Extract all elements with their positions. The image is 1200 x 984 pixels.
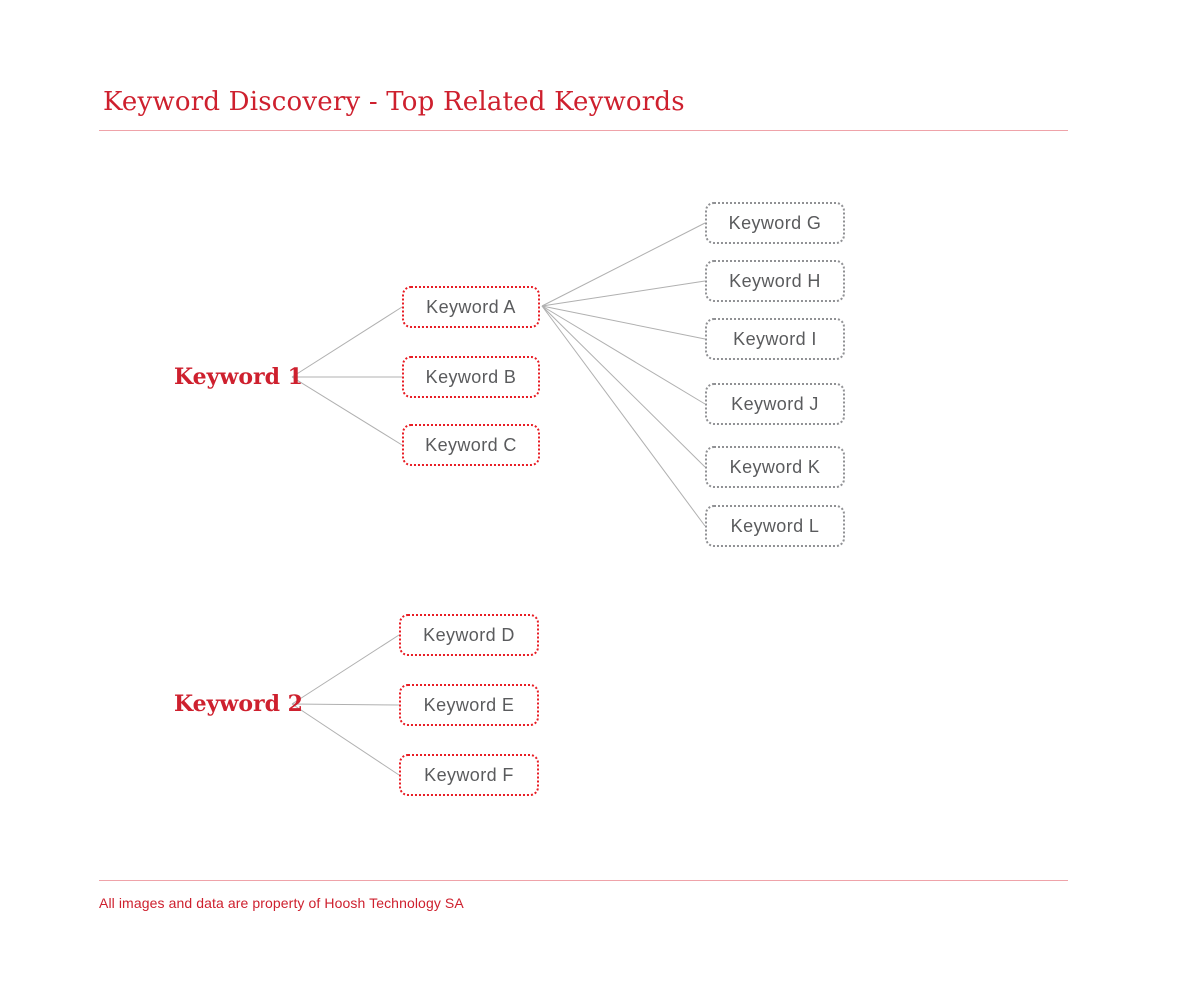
connector-line	[291, 703, 400, 706]
root-node-keyword-1: Keyword 1	[174, 364, 303, 390]
connector-line	[291, 306, 403, 378]
connector-line	[291, 634, 400, 705]
node-keyword-g: Keyword G	[705, 202, 845, 244]
connector-line	[541, 305, 706, 340]
page-title: Keyword Discovery - Top Related Keywords	[103, 87, 685, 117]
root-node-keyword-2: Keyword 2	[174, 691, 303, 717]
node-keyword-b: Keyword B	[402, 356, 540, 398]
node-keyword-d: Keyword D	[399, 614, 539, 656]
connector-line	[291, 376, 403, 446]
node-keyword-l: Keyword L	[705, 505, 845, 547]
connector-line	[541, 305, 706, 468]
node-keyword-i: Keyword I	[705, 318, 845, 360]
node-keyword-e: Keyword E	[399, 684, 539, 726]
footer-divider	[99, 880, 1068, 881]
node-keyword-k: Keyword K	[705, 446, 845, 488]
node-keyword-a: Keyword A	[402, 286, 540, 328]
node-keyword-c: Keyword C	[402, 424, 540, 466]
connector-line	[541, 305, 706, 527]
connector-line	[541, 222, 706, 307]
footer-note: All images and data are property of Hoos…	[99, 895, 464, 911]
node-keyword-j: Keyword J	[705, 383, 845, 425]
node-keyword-h: Keyword H	[705, 260, 845, 302]
connector-line	[541, 280, 706, 307]
title-divider	[99, 130, 1068, 131]
node-keyword-f: Keyword F	[399, 754, 539, 796]
connector-line	[291, 703, 400, 776]
connector-line	[541, 305, 706, 405]
